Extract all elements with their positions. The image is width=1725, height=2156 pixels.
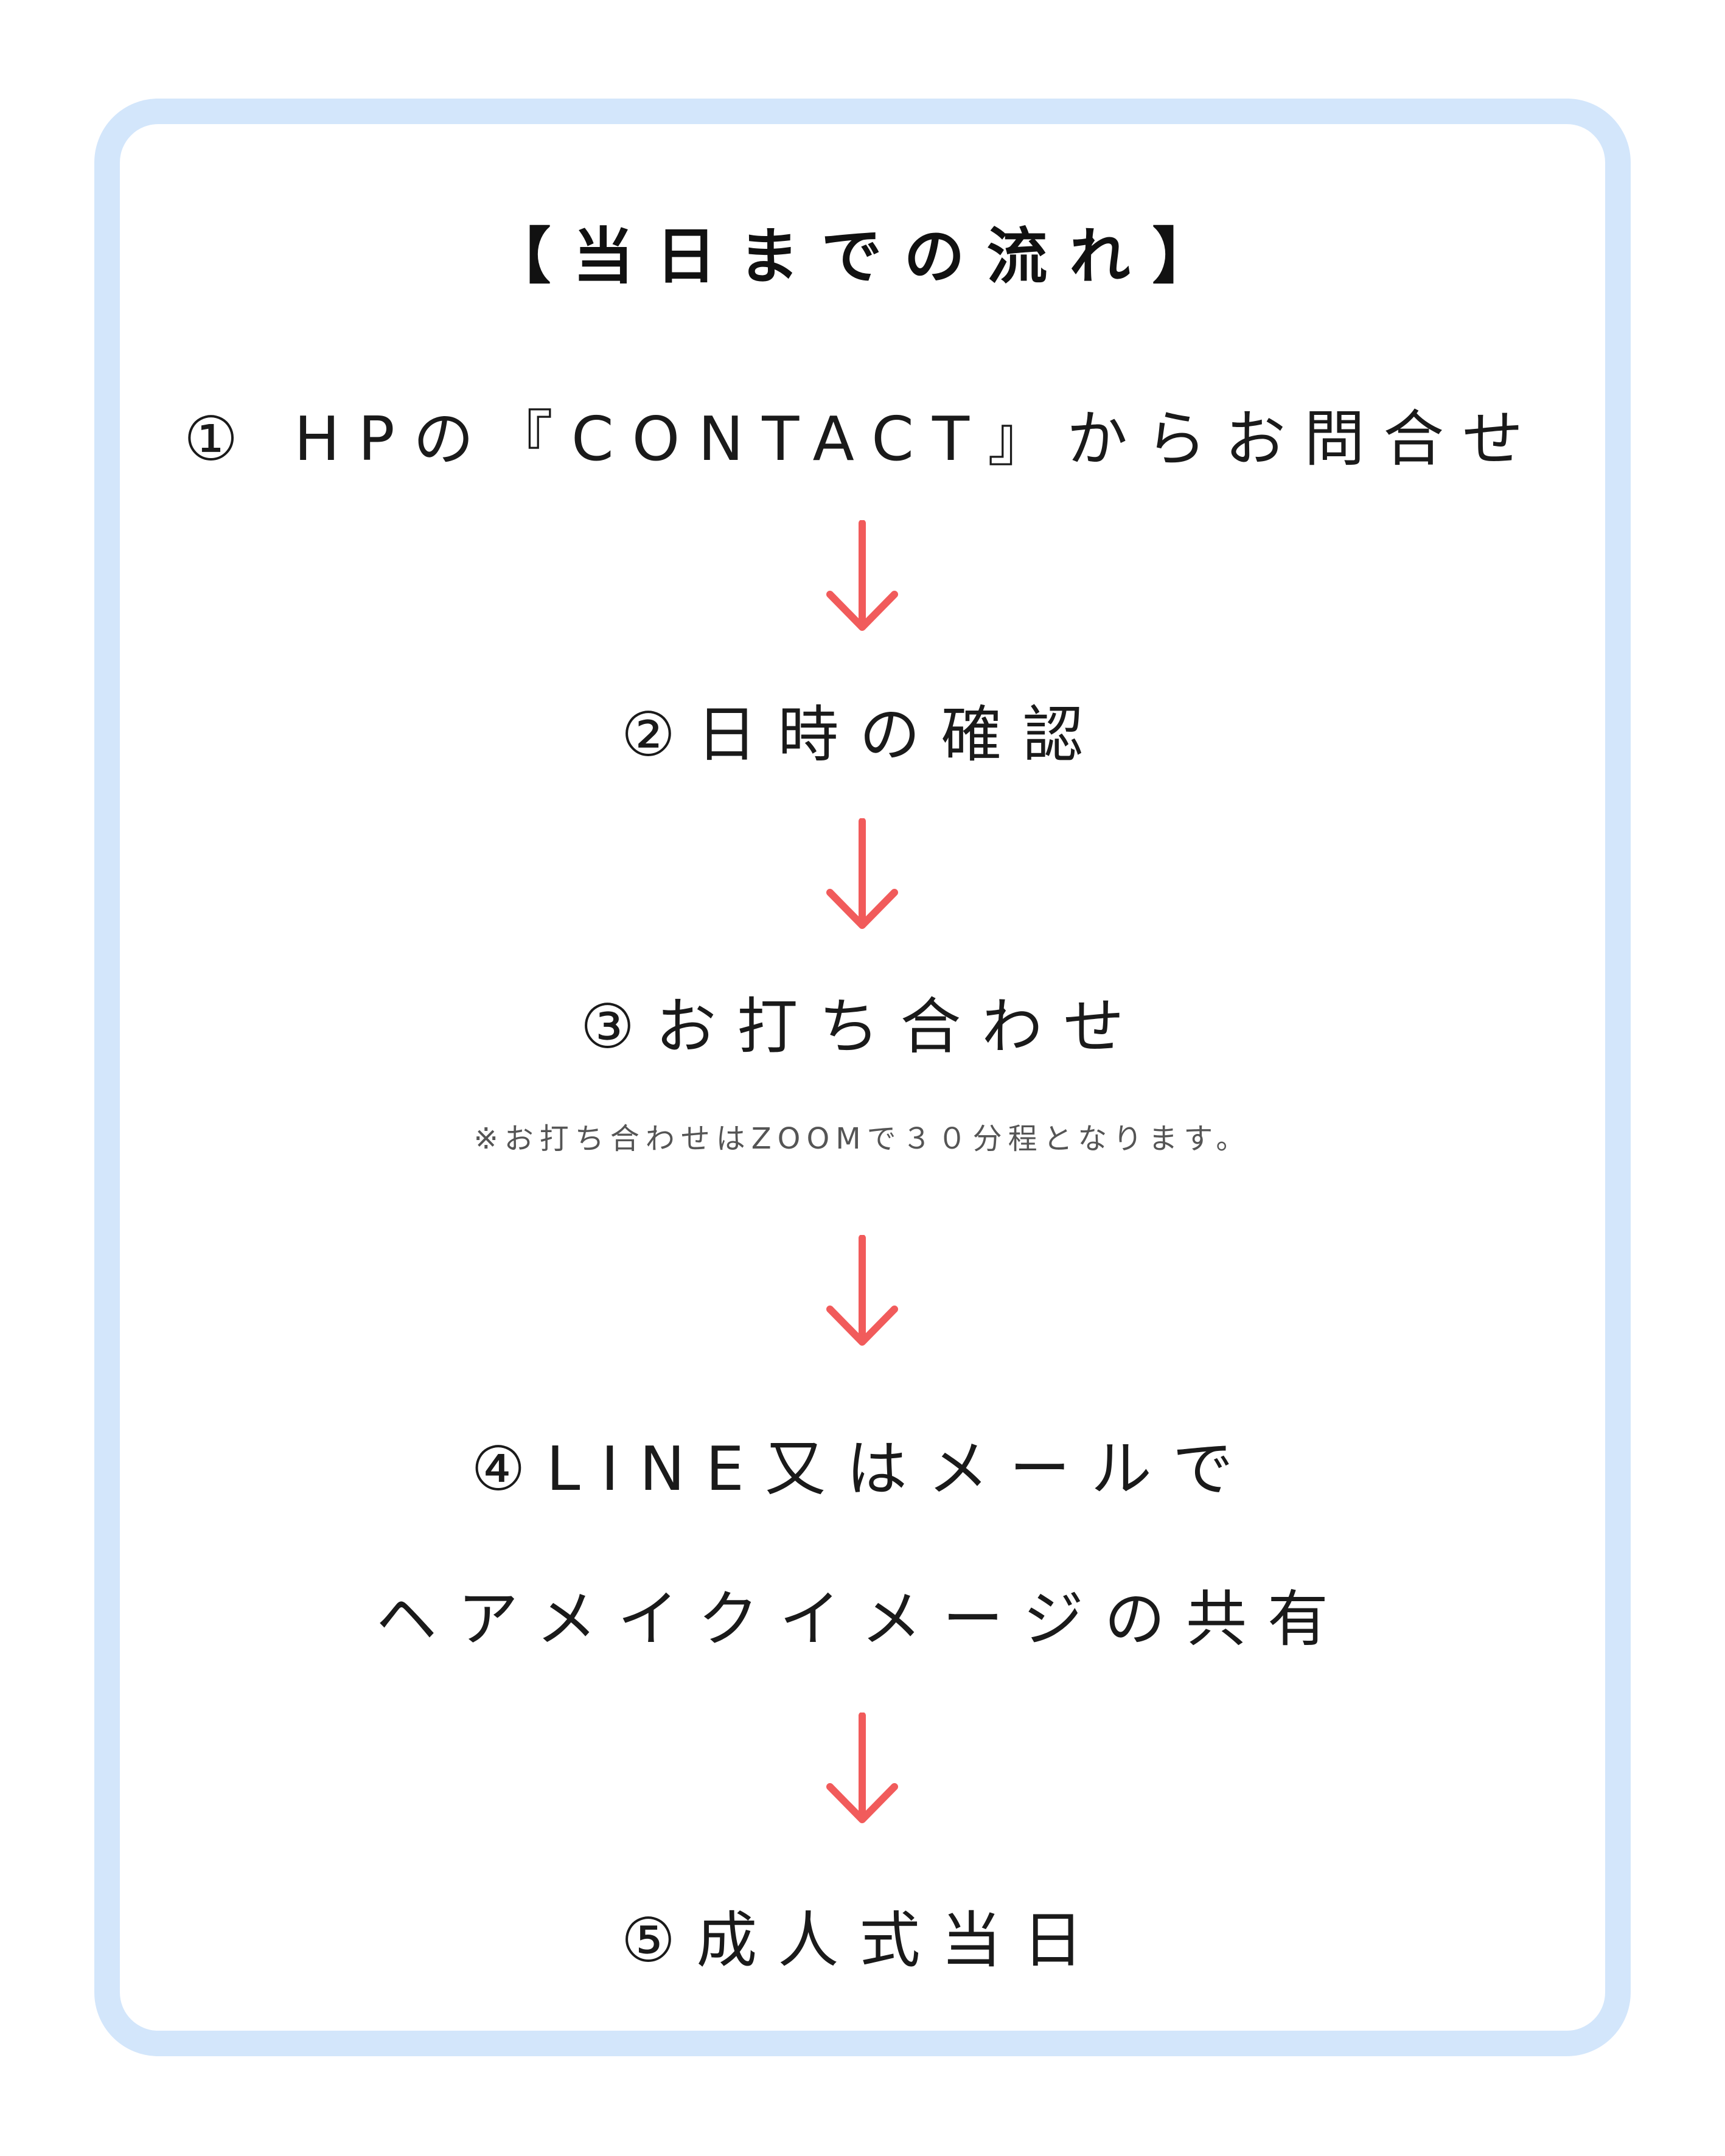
page-title: 【当日までの流れ】 xyxy=(490,221,1235,292)
step-5-ceremony-day: ⑤成人式当日 xyxy=(621,1905,1104,1976)
step-3-note: ※お打ち合わせはZOOMで３０分程となります。 xyxy=(473,1122,1252,1156)
step-3-meeting: ③お打ち合わせ xyxy=(580,991,1145,1062)
arrow-down-icon xyxy=(826,1235,898,1346)
arrow-down-icon xyxy=(826,520,898,631)
arrow-down-icon xyxy=(826,818,898,929)
step-2-date-confirmation: ②日時の確認 xyxy=(621,699,1104,770)
arrow-down-icon xyxy=(826,1713,898,1823)
step-4-line2: ヘアメイクイメージの共有 xyxy=(376,1584,1349,1655)
step-1-contact: ① HPの『CONTACT』からお問合せ xyxy=(183,403,1542,475)
step-4-line1: ④LINE又はメールで xyxy=(471,1433,1254,1504)
